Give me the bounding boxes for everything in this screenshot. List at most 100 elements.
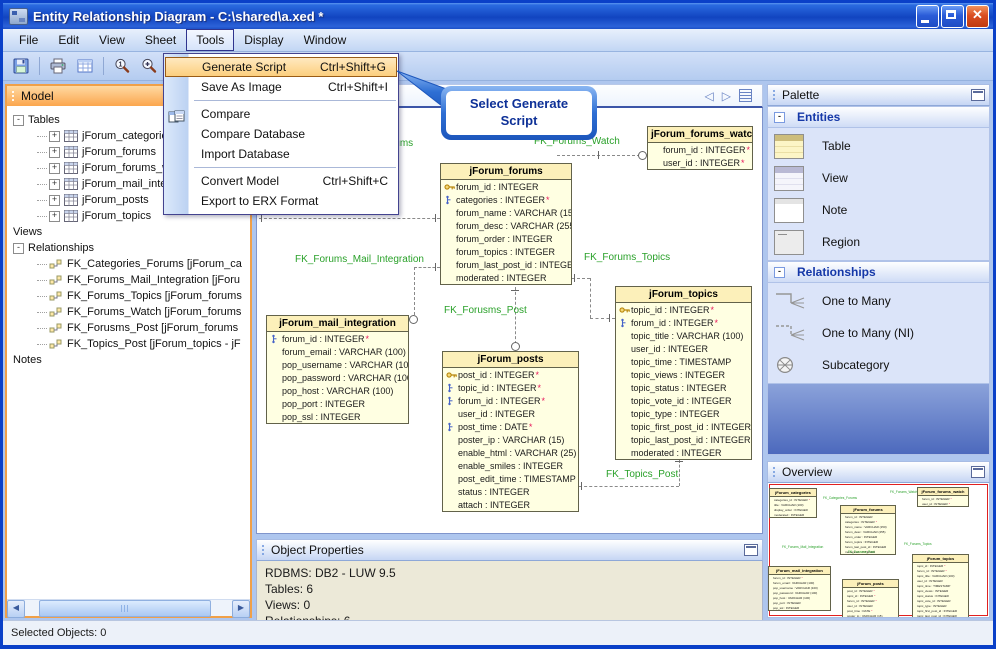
menu-sheet[interactable]: Sheet	[144, 33, 177, 47]
expand-icon[interactable]: +	[49, 146, 60, 158]
connector-tick-marker	[435, 214, 436, 222]
collapse-icon[interactable]: -	[13, 242, 24, 254]
palette-item-region[interactable]: Region	[768, 226, 989, 258]
tree-item-relationships[interactable]: -Relationships	[7, 240, 250, 256]
menu-view[interactable]: View	[99, 33, 125, 47]
zoom-actual-icon[interactable]: 1	[110, 55, 134, 77]
save-icon[interactable]	[9, 55, 33, 77]
relationship-connector	[679, 460, 680, 486]
entity-field: forum_email : VARCHAR (100)	[282, 346, 406, 357]
menu-tools[interactable]: Tools	[186, 29, 235, 51]
entity-field: forum_id : INTEGER*	[443, 394, 578, 407]
fk-label: FK_Forums_Mail_Integration	[295, 254, 424, 265]
entity-field: user_id : INTEGER*	[922, 501, 950, 506]
palette-item-one-to-many[interactable]: One to Many	[768, 285, 989, 317]
palette-section-relationships[interactable]: -Relationships	[767, 261, 990, 283]
tree-item-tables[interactable]: -Tables	[7, 112, 250, 128]
menu-item-export-to-erx-format[interactable]: Export to ERX Format	[201, 194, 319, 208]
palette-item-table[interactable]: Table	[768, 130, 989, 162]
collapse-icon[interactable]: -	[774, 111, 785, 123]
expand-icon[interactable]: +	[49, 162, 60, 174]
scroll-left-arrow[interactable]: ◀	[7, 600, 25, 618]
relationship-connector	[557, 155, 645, 156]
palette-item-note[interactable]: Note	[768, 194, 989, 226]
tree-item-jforum-topics[interactable]: +jForum_topics	[7, 208, 250, 224]
model-tree-hscrollbar[interactable]: ◀ ▶	[7, 599, 250, 618]
tree-item-fk-forums-topics[interactable]: FK_Forums_Topics [jForum_forums	[7, 288, 250, 304]
zoom-in-icon[interactable]	[137, 55, 161, 77]
float-panel-icon[interactable]	[971, 466, 985, 478]
connector-tick-marker	[574, 274, 575, 282]
tree-item-jforum-forums[interactable]: +jForum_forums	[7, 144, 250, 160]
title-bar[interactable]: Entity Relationship Diagram - C:\shared\…	[3, 3, 993, 29]
collapse-icon[interactable]: -	[774, 266, 785, 278]
float-panel-icon[interactable]	[971, 89, 985, 101]
prev-sheet-icon[interactable]: ◁	[704, 88, 714, 103]
scrollbar-track[interactable]	[25, 600, 232, 617]
palette-section-entities[interactable]: -Entities	[767, 106, 990, 128]
entity-field: status : INTEGER	[458, 486, 530, 497]
tree-item-jforum-categories[interactable]: +jForum_categories	[7, 128, 250, 144]
entity-field: pop_username : VARCHAR (100)	[282, 359, 408, 370]
tree-item-jforum-posts[interactable]: +jForum_posts	[7, 192, 250, 208]
menu-edit[interactable]: Edit	[58, 33, 80, 47]
scrollbar-thumb[interactable]	[39, 600, 211, 617]
tree-item-fk-categories-forums[interactable]: FK_Categories_Forums [jForum_ca	[7, 256, 250, 272]
scroll-right-arrow[interactable]: ▶	[232, 600, 250, 618]
tree-item-views[interactable]: Views	[7, 224, 250, 240]
tree-guide	[37, 263, 47, 265]
menu-item-compare[interactable]: Compare	[201, 107, 251, 121]
expand-icon[interactable]: +	[49, 178, 60, 190]
print-icon[interactable]	[46, 55, 70, 77]
overview-header[interactable]: Overview	[767, 461, 990, 483]
float-panel-icon[interactable]	[744, 544, 758, 556]
palette-item-one-to-many-ni[interactable]: One to Many (NI)	[768, 317, 989, 349]
entity-field: forum_name : VARCHAR (150)	[456, 207, 571, 218]
expand-icon[interactable]: +	[49, 210, 60, 222]
palette-item-subcategory[interactable]: Subcategory	[768, 349, 989, 381]
fk-label-mini: FK_Forusms_Post	[848, 550, 875, 554]
palette-item-view[interactable]: View	[768, 162, 989, 194]
tree-item-fk-forums-watch[interactable]: FK_Forums_Watch [jForum_forums	[7, 304, 250, 320]
collapse-icon[interactable]: -	[13, 114, 24, 126]
next-sheet-icon[interactable]: ▷	[721, 88, 731, 103]
toolbar-separator	[103, 57, 104, 75]
close-button[interactable]	[966, 4, 989, 28]
menu-item-compare-database[interactable]: Compare Database	[201, 127, 306, 141]
fk-label-mini: FK_Forums_Mail_Integration	[782, 545, 824, 549]
tree-item-fk-topics-post[interactable]: FK_Topics_Post [jForum_topics - jF	[7, 336, 250, 352]
tree-item-fk-forums-mail-integration[interactable]: FK_Forums_Mail_Integration [jForu	[7, 272, 250, 288]
palette-header[interactable]: Palette	[767, 84, 990, 106]
tree-item-fk-forusms-post[interactable]: FK_Forusms_Post [jForum_forums	[7, 320, 250, 336]
menu-file[interactable]: File	[19, 33, 39, 47]
menu-item-import-database[interactable]: Import Database	[201, 147, 290, 161]
maximize-button[interactable]	[941, 4, 964, 28]
tree-item-notes[interactable]: Notes	[7, 352, 250, 368]
entity-field: forum_id : INTEGER*	[847, 598, 877, 603]
object-properties-header[interactable]: Object Properties	[256, 539, 763, 561]
sheet-list-icon[interactable]	[739, 89, 752, 102]
expand-icon[interactable]: +	[49, 130, 60, 142]
menu-window[interactable]: Window	[303, 33, 347, 47]
minimize-button[interactable]	[916, 4, 939, 28]
compare-icon	[168, 110, 185, 127]
entity-title: jForum_posts	[443, 352, 578, 368]
menu-display[interactable]: Display	[244, 33, 284, 47]
grid-icon[interactable]	[73, 55, 97, 77]
expand-icon[interactable]: +	[49, 194, 60, 206]
